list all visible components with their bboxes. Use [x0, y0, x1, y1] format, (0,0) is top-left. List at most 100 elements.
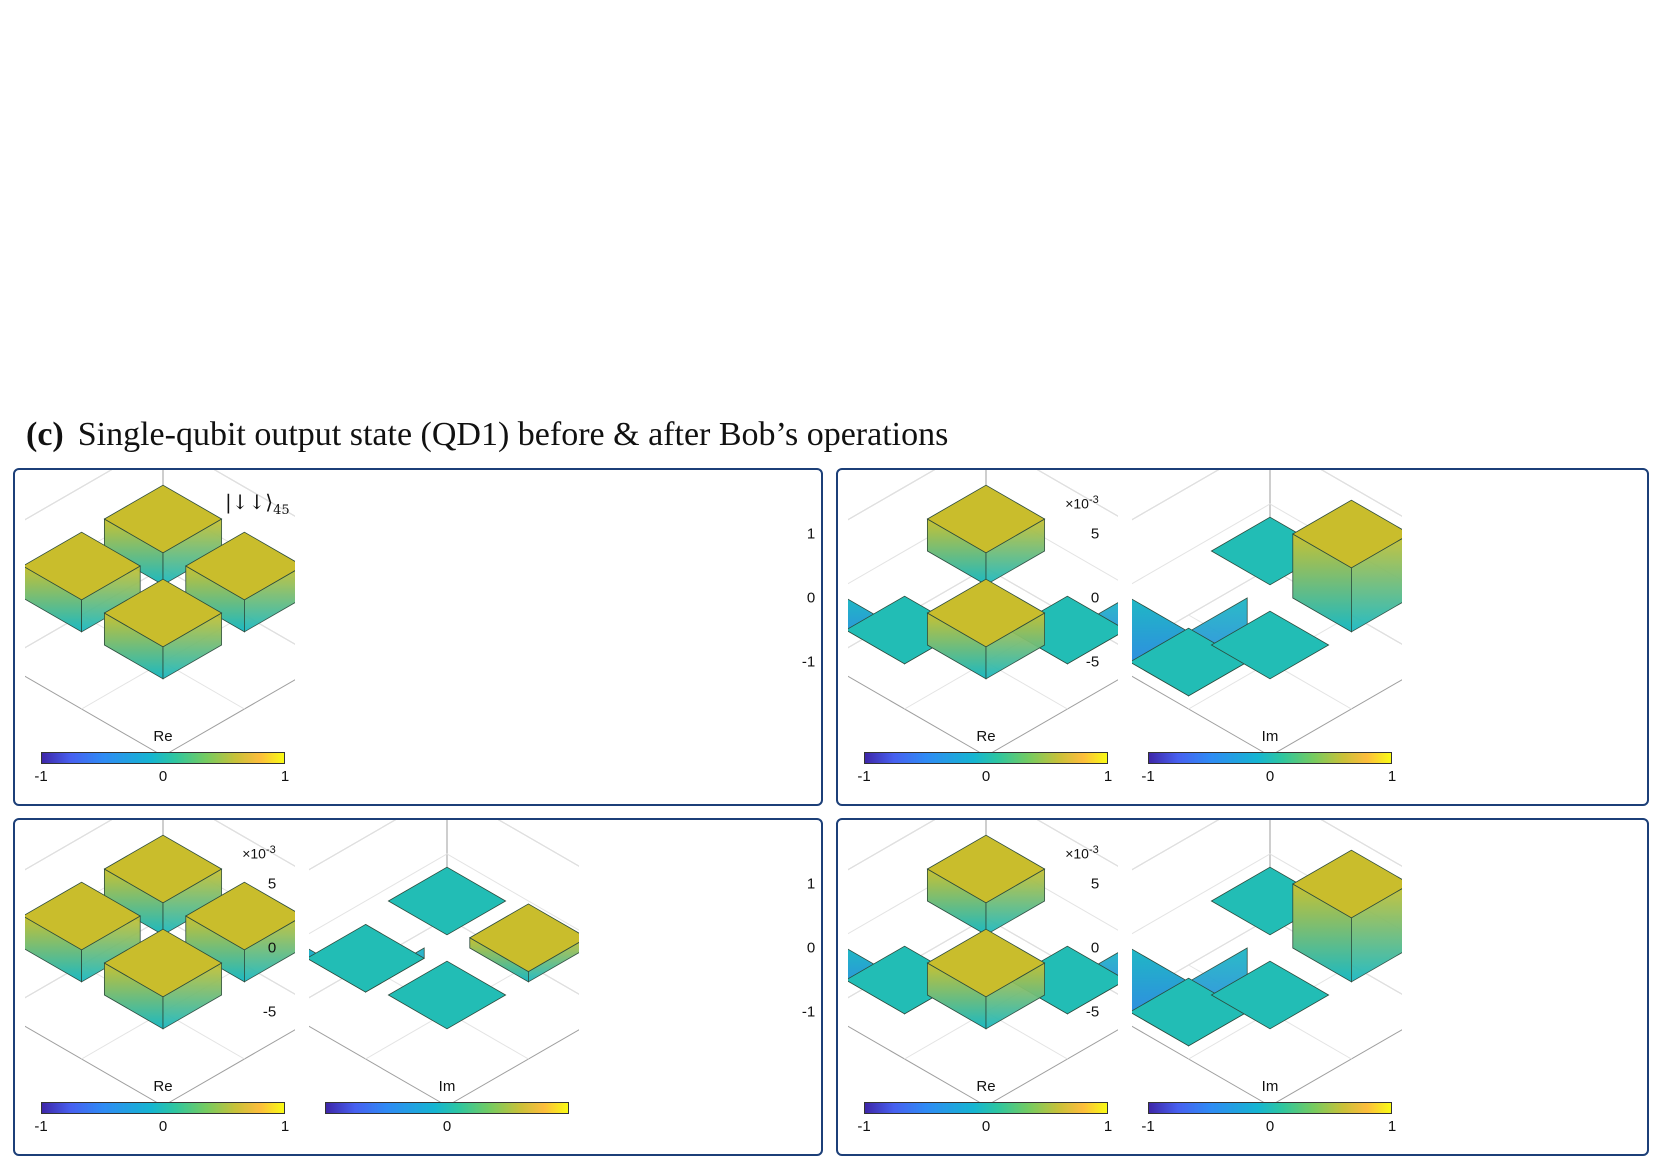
bar-top — [1291, 849, 1402, 919]
axis-exponent: ×10-3 — [242, 844, 276, 862]
z-tick-label: -5 — [1085, 653, 1100, 671]
bar-2-2 — [103, 578, 223, 680]
bar-1-1 — [926, 484, 1046, 586]
colorbar-tick-label: 0 — [158, 768, 168, 785]
bar3d-svg — [25, 820, 295, 1107]
axis-line — [848, 1025, 987, 1107]
z-tick-label: 0 — [267, 939, 277, 957]
bar-2-1 — [25, 531, 142, 633]
colorbar-tick-label: -1 — [857, 1118, 871, 1135]
bar-top — [1210, 610, 1330, 680]
grid-line — [848, 470, 1118, 521]
exponent-power: -3 — [1088, 494, 1099, 506]
z-tick-label: 0 — [1090, 589, 1100, 607]
bar3d-svg — [309, 820, 579, 1107]
exponent-base: ×10 — [242, 845, 266, 862]
z-tick-label: 0 — [806, 589, 816, 607]
grid-line — [848, 820, 1118, 871]
bar-2-2 — [926, 928, 1046, 1030]
bar-top — [309, 923, 426, 993]
colorbar-tick-label: -1 — [1141, 768, 1155, 785]
axis-line — [848, 675, 987, 757]
z-tick-label: 1 — [806, 525, 816, 543]
bar-1-2 — [468, 903, 579, 983]
axis-line — [446, 1029, 579, 1107]
z-tick-label: -1 — [801, 653, 816, 671]
bar-1-1 — [387, 866, 507, 936]
colorbar — [325, 1102, 569, 1114]
bar-top — [103, 834, 223, 904]
grid-line — [1132, 470, 1402, 521]
exponent-power: -3 — [265, 844, 276, 856]
colorbar — [1148, 752, 1392, 764]
colorbar-tick-label: -1 — [1141, 1118, 1155, 1135]
colorbar — [1148, 1102, 1392, 1114]
state-label: |↓↓⟩45 — [225, 490, 290, 518]
axis-line — [25, 675, 164, 757]
bar-top — [1291, 499, 1402, 569]
plot-title: Im — [438, 1078, 456, 1095]
bar-1-2 — [184, 531, 295, 633]
axis-line — [1132, 675, 1271, 757]
exponent-base: ×10 — [1065, 495, 1089, 512]
colorbar-tick-label: -1 — [34, 1118, 48, 1135]
colorbar — [864, 752, 1108, 764]
bar-1-1 — [103, 834, 223, 936]
axis-line — [1132, 1025, 1271, 1107]
bar-2-2 — [387, 960, 507, 1030]
figure-heading: (c)Single-qubit output state (QD1) befor… — [26, 416, 948, 454]
plot-title: Im — [1261, 1078, 1279, 1095]
bar-top — [103, 578, 223, 648]
bar-top — [184, 881, 295, 951]
z-tick-label: 1 — [806, 875, 816, 893]
exponent-base: ×10 — [1065, 845, 1089, 862]
bar-top — [25, 881, 142, 951]
bar-top — [468, 903, 579, 973]
bar-top — [184, 531, 295, 601]
bar-2-2 — [1210, 960, 1330, 1030]
z-tick-label: 5 — [267, 875, 277, 893]
colorbar-tick-label: 0 — [1265, 768, 1275, 785]
bar3d-svg — [848, 470, 1118, 757]
axis-line — [162, 679, 295, 757]
bar-2-2 — [103, 928, 223, 1030]
grid-line — [1132, 820, 1402, 871]
grid-line — [25, 820, 295, 871]
grid-line — [25, 470, 295, 521]
colorbar-tick-label: 1 — [280, 1118, 290, 1135]
axis-line — [497, 820, 579, 867]
bar-top — [926, 484, 1046, 554]
z-tick-label: 5 — [1090, 875, 1100, 893]
colorbar-tick-label: 0 — [158, 1118, 168, 1135]
axis-line — [1269, 1029, 1402, 1107]
axis-line — [25, 1025, 164, 1107]
axis-line — [1269, 679, 1402, 757]
z-tick-label: 0 — [1090, 939, 1100, 957]
state-subscript: 45 — [273, 503, 290, 518]
colorbar-tick-label: 1 — [1103, 768, 1113, 785]
colorbar — [864, 1102, 1108, 1114]
bar3d-svg — [848, 820, 1118, 1107]
bar-1-1 — [926, 834, 1046, 936]
colorbar-tick-label: 1 — [1103, 1118, 1113, 1135]
axis-exponent: ×10-3 — [1065, 844, 1099, 862]
colorbar — [41, 752, 285, 764]
axis-line — [985, 1029, 1118, 1107]
bar-top — [387, 866, 507, 936]
bar-top — [103, 484, 223, 554]
bar-top — [103, 928, 223, 998]
plot-title: Re — [976, 1078, 996, 1095]
colorbar-tick-label: 0 — [981, 768, 991, 785]
z-tick-label: -1 — [801, 1003, 816, 1021]
z-tick-label: 5 — [1090, 525, 1100, 543]
bar-2-1 — [25, 881, 142, 983]
panel-tag: (c) — [26, 416, 64, 453]
plot-title: Re — [153, 1078, 173, 1095]
colorbar — [41, 1102, 285, 1114]
plot-title: Re — [153, 728, 173, 745]
bar-top — [1210, 960, 1330, 1030]
colorbar-tick-label: 0 — [981, 1118, 991, 1135]
state-ket: |↓↓⟩ — [225, 490, 274, 514]
